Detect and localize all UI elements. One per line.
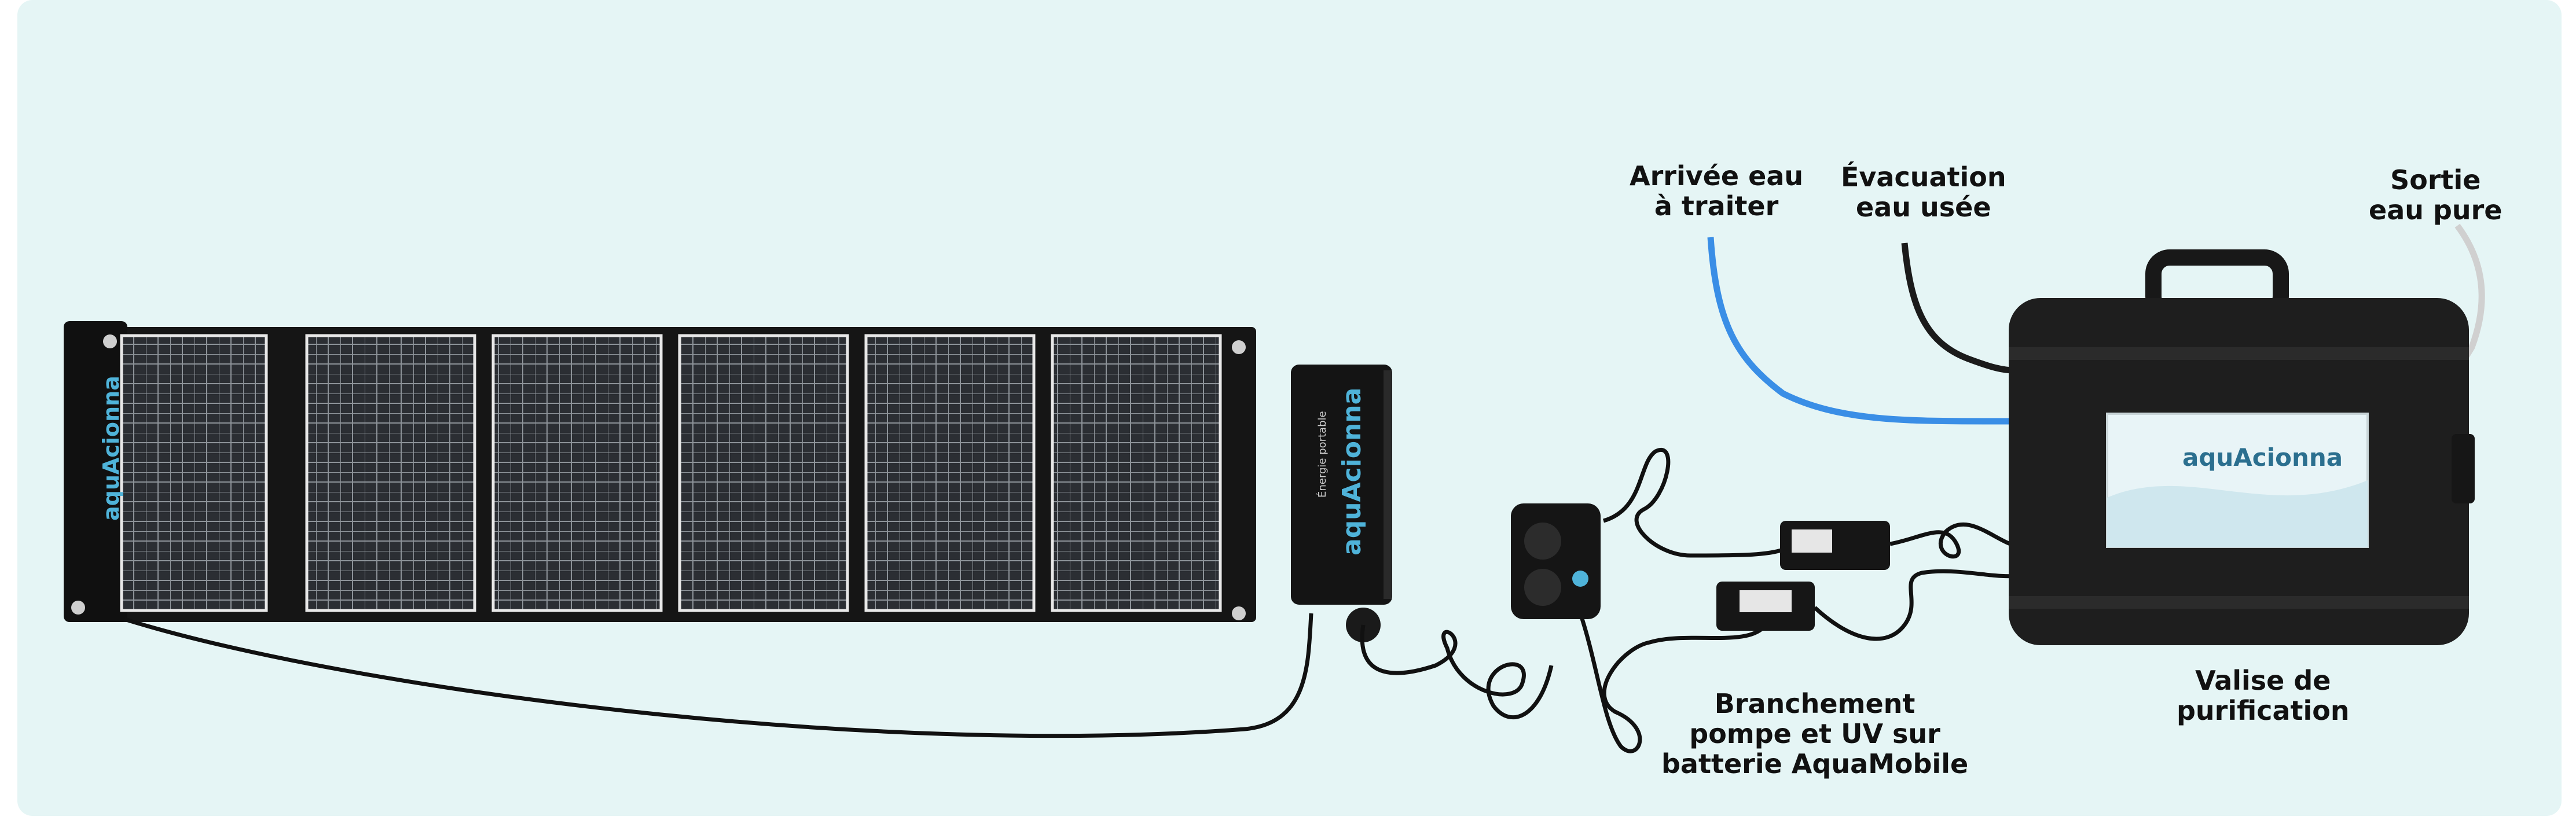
solar-cell-4 [678, 334, 849, 612]
solar-panel-icon: aquAcionna [64, 321, 1256, 622]
adapter-cable [1813, 569, 2021, 641]
adapter-label [1740, 590, 1792, 612]
label-case-line1: Valise de [2195, 665, 2331, 696]
label-inlet-line2: à traiter [1654, 190, 1779, 222]
case-rim [2009, 596, 2469, 609]
label-waste: Évacuation eau usée [1841, 162, 2006, 222]
solar-cell-5 [864, 334, 1036, 612]
power-socket-icon [1511, 503, 1601, 619]
coiled-cable [1578, 612, 1767, 753]
grommet [71, 601, 85, 615]
label-case-line2: purification [2177, 695, 2350, 726]
case-screen-wave [2107, 480, 2368, 547]
label-case: Valise de purification [2177, 665, 2350, 726]
battery-edge [1384, 370, 1392, 599]
socket-outlet [1524, 569, 1561, 606]
label-connection-line2: pompe et UV sur [1689, 718, 1940, 749]
label-connection: Branchement pompe et UV sur batterie Aqu… [1661, 689, 1968, 779]
adapter-cable [1889, 523, 2021, 559]
solar-cell-6 [1051, 334, 1222, 612]
battery-body [1291, 365, 1392, 605]
grommet [1232, 340, 1246, 354]
coiled-cable [1360, 624, 1554, 720]
solar-panel-flap [64, 321, 127, 622]
coiled-cable [1602, 448, 1784, 558]
case-rim [2009, 347, 2469, 360]
solar-cable [123, 613, 1313, 738]
solar-cell-3 [491, 334, 663, 612]
socket-outlet [1524, 523, 1561, 560]
solar-cell-1 [120, 334, 268, 612]
label-inlet-line1: Arrivée eau [1630, 160, 1804, 192]
adapter-label [1792, 529, 1832, 553]
case-logo: aquAcionna [2182, 443, 2343, 472]
label-pure-line2: eau pure [2369, 194, 2502, 226]
label-pure-line1: Sortie [2390, 164, 2481, 196]
solar-cell-2 [305, 334, 476, 612]
inlet-hose [1707, 237, 2009, 425]
battery-caption: Énergie portable [1316, 411, 1329, 498]
grommet [103, 334, 117, 348]
label-inlet: Arrivée eau à traiter [1630, 161, 1803, 221]
label-pure: Sortie eau pure [2369, 165, 2502, 225]
waste-hose [1901, 242, 2015, 374]
battery-icon: aquAcionna Énergie portable [1291, 365, 1392, 642]
panel-logo: aquAcionna [98, 376, 124, 521]
label-connection-line3: batterie AquaMobile [1661, 748, 1969, 779]
case-latch [2452, 434, 2475, 503]
power-adapter-icon [1716, 521, 2021, 641]
battery-logo: aquAcionna [1337, 388, 1367, 556]
label-connection-line1: Branchement [1714, 688, 1916, 719]
purification-case-icon: aquAcionna [2009, 249, 2475, 645]
label-waste-line2: eau usée [1856, 192, 1991, 223]
socket-body [1511, 503, 1601, 619]
label-waste-line1: Évacuation [1841, 161, 2006, 193]
socket-button [1572, 571, 1588, 587]
grommet [1232, 606, 1246, 620]
